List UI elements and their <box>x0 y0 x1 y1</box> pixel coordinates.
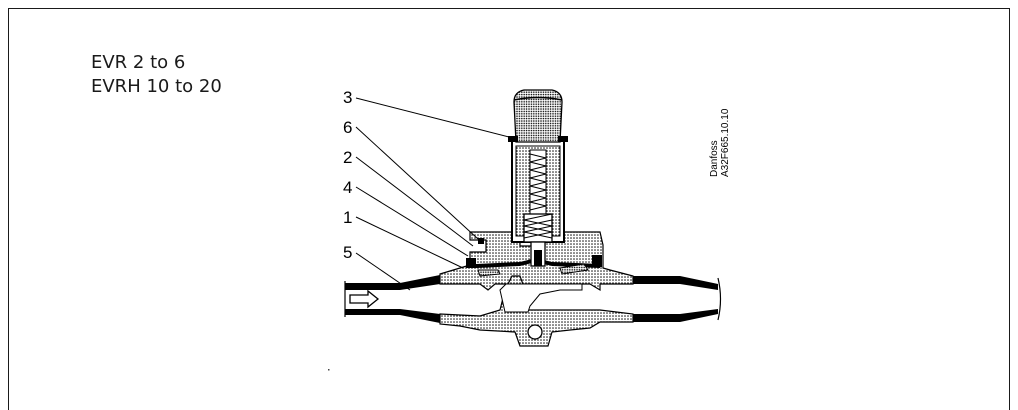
drawing-reference: Danfoss A32F665.10.10 <box>709 108 731 177</box>
leader-lines <box>355 97 514 291</box>
figure-frame <box>8 8 1010 410</box>
callout-3: 3 <box>343 88 352 107</box>
armature-plunger <box>523 213 553 267</box>
callout-1: 1 <box>343 208 352 227</box>
inlet-pipe <box>344 275 440 323</box>
callout-4: 4 <box>343 178 352 197</box>
spring <box>529 149 547 215</box>
stray-mark <box>328 369 330 371</box>
flow-arrow-icon <box>349 289 380 309</box>
reference-brand: Danfoss <box>709 140 720 177</box>
model-label-evr: EVR 2 to 6 <box>91 52 186 73</box>
callout-5: 5 <box>343 243 352 262</box>
reference-code: A32F665.10.10 <box>720 108 731 177</box>
tube-cap <box>508 89 568 143</box>
callout-2: 2 <box>343 148 352 167</box>
diaphragm <box>466 238 602 277</box>
model-label-evrh: EVRH 10 to 20 <box>91 76 222 97</box>
callout-6: 6 <box>343 118 352 137</box>
